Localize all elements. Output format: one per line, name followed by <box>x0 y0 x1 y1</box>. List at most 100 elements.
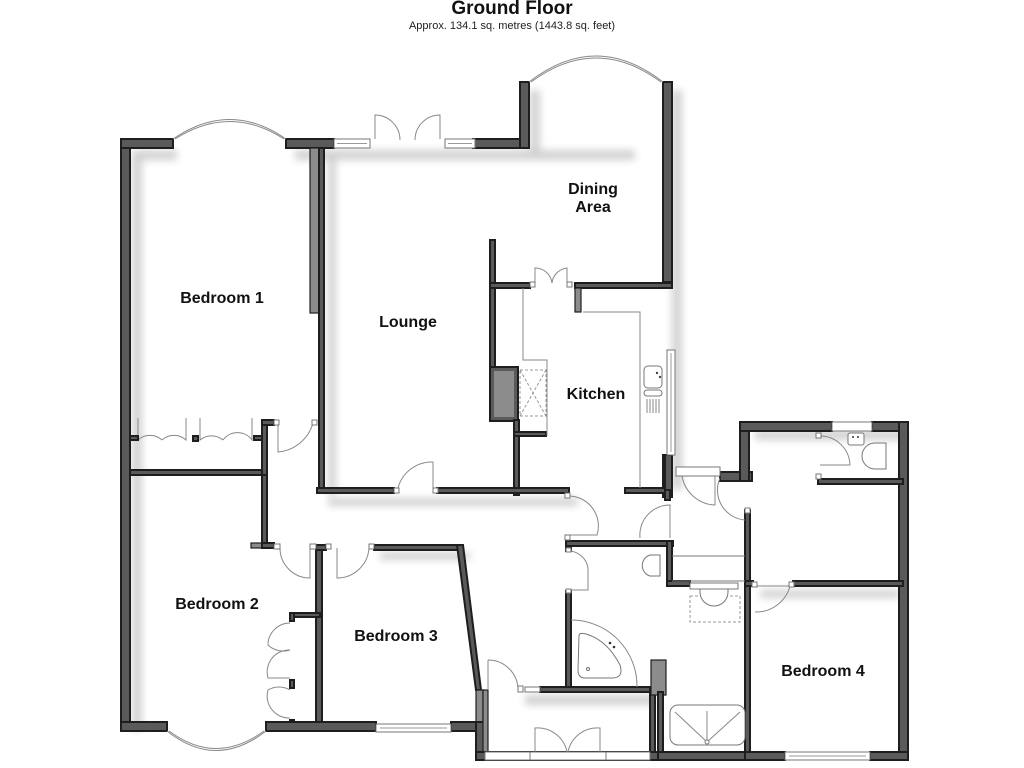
bay-window-bedroom-1 <box>172 119 287 140</box>
walls <box>120 81 909 761</box>
wall-dining-right <box>662 81 673 283</box>
window-hall <box>675 466 721 477</box>
wall-wc-bottom <box>666 580 691 587</box>
kitchen-fixtures <box>519 288 663 488</box>
door-lounge-french-left <box>374 114 401 141</box>
bay-window-bedroom-2 <box>166 730 267 751</box>
room-label-bedroom-2: Bedroom 2 <box>175 596 259 613</box>
hob-icon <box>519 369 547 417</box>
window-porch-left <box>484 751 531 761</box>
wall-lounge-bottom-right <box>436 487 570 494</box>
wall-wc-right <box>666 540 673 587</box>
wall-left-outer <box>120 138 131 732</box>
wall-bed1-top-left <box>120 138 174 149</box>
room-label-bedroom-4: Bedroom 4 <box>781 663 865 680</box>
toilet-icon <box>641 554 661 577</box>
wall-hall2-left <box>664 454 673 491</box>
wall-bed1-lounge-light <box>309 147 320 314</box>
kitchen-counter-left <box>522 288 548 436</box>
corner-bath-screen <box>570 619 638 688</box>
room-labels: Bedroom 1 Lounge Dining Area Kitchen Bed… <box>175 181 865 680</box>
room-label-dining-1: Dining <box>568 181 618 198</box>
wall-right-outer <box>898 421 909 761</box>
wall-bed2-bottom-right <box>265 721 377 732</box>
bay-window-dining <box>528 55 664 83</box>
wall-bath-top <box>565 540 674 547</box>
wall-bed2-wardrobe-stub <box>289 612 295 622</box>
wall-bath-pillar <box>650 659 667 696</box>
wall-bed1-lounge <box>318 147 325 494</box>
corner-bath-icon <box>577 632 622 679</box>
wall-bed3-slanted <box>455 544 483 691</box>
wall-hall-stub-dark <box>261 542 275 549</box>
door-kitchen-right <box>551 267 568 284</box>
room-label-lounge: Lounge <box>379 314 437 331</box>
window-porch-right <box>605 751 651 761</box>
wc-fixtures <box>641 432 887 577</box>
basin-icon <box>699 588 729 607</box>
door-bedroom-4 <box>754 585 791 613</box>
toilet-icon-2 <box>861 442 887 470</box>
window-wc <box>831 421 873 432</box>
wall-bed2-wardrobe-mid <box>289 679 295 689</box>
wall-bed1-top-right <box>285 138 335 149</box>
wall-kitchen-stub <box>513 431 547 437</box>
wall-wc2-bottom <box>817 478 904 485</box>
bay-windows <box>166 55 664 751</box>
wall-dining-left <box>519 81 530 149</box>
wall-kitchen-top-right <box>574 282 673 289</box>
chimney-fill <box>494 371 514 417</box>
wall-bed3-top <box>373 544 463 551</box>
sink-icon <box>643 365 663 389</box>
wall-kitchen-left-lower <box>513 419 520 496</box>
bathroom-fixtures <box>570 555 746 746</box>
door-wc-2 <box>819 435 851 466</box>
door-bathroom <box>567 550 589 591</box>
wall-porch-left-light <box>482 689 489 753</box>
door-bed2-wardrobe-2 <box>266 686 291 719</box>
door-bedroom-wing <box>716 477 746 521</box>
door-lounge-french-right <box>414 114 441 141</box>
door-kitchen-hall <box>566 495 599 536</box>
wall-shower-left <box>657 691 664 761</box>
door-lounge <box>397 461 434 489</box>
window-bathroom <box>689 582 739 590</box>
drainer-icon <box>646 399 660 413</box>
plan-header: Ground Floor Approx. 134.1 sq. metres (1… <box>0 0 1024 32</box>
room-label-bedroom-3: Bedroom 3 <box>354 628 438 645</box>
wall-kitchen-pillar <box>574 287 582 313</box>
wall-bed2-bed3 <box>315 544 323 726</box>
wall-bath-left <box>565 590 572 688</box>
door-bedroom-2 <box>279 547 311 579</box>
wall-bed4-wing-top-left <box>739 421 833 432</box>
kitchen-counter-right <box>583 311 641 488</box>
wall-bed2-bottom-left <box>120 721 168 732</box>
door-bed2-wardrobe-1 <box>267 622 291 652</box>
wall-bed3-right-light <box>475 689 484 726</box>
doors <box>129 114 851 761</box>
wall-lounge-bottom-left <box>316 487 395 494</box>
wc-basin-icon <box>847 432 865 446</box>
wall-shower-bottom <box>657 751 754 761</box>
wall-bed1-wardrobe-cap <box>261 419 275 426</box>
wall-bed2-bed3-cap <box>315 544 327 551</box>
door-bedroom-1 <box>277 422 314 453</box>
wall-hall-left <box>261 474 268 548</box>
wall-porch-right <box>649 686 656 756</box>
door-porch-hall <box>487 659 519 691</box>
floor-title: Ground Floor <box>451 0 573 19</box>
floor-area: Approx. 134.1 sq. metres (1443.8 sq. fee… <box>408 20 616 32</box>
wall-bed4-bottom-right <box>869 751 909 761</box>
wall-bed4-left <box>744 509 751 761</box>
door-wc <box>639 504 671 539</box>
wall-porch-top <box>539 686 656 693</box>
room-label-bedroom-1: Bedroom 1 <box>180 290 264 307</box>
wall-kitchen-bottom-right <box>624 487 670 494</box>
room-label-kitchen: Kitchen <box>567 386 626 403</box>
wall-hall2-left-stub <box>664 489 671 501</box>
door-kitchen-left <box>534 267 553 284</box>
wall-bed4-top <box>792 580 904 587</box>
wall-bed1-bottom <box>129 469 266 476</box>
door-bedroom-3 <box>336 547 370 579</box>
